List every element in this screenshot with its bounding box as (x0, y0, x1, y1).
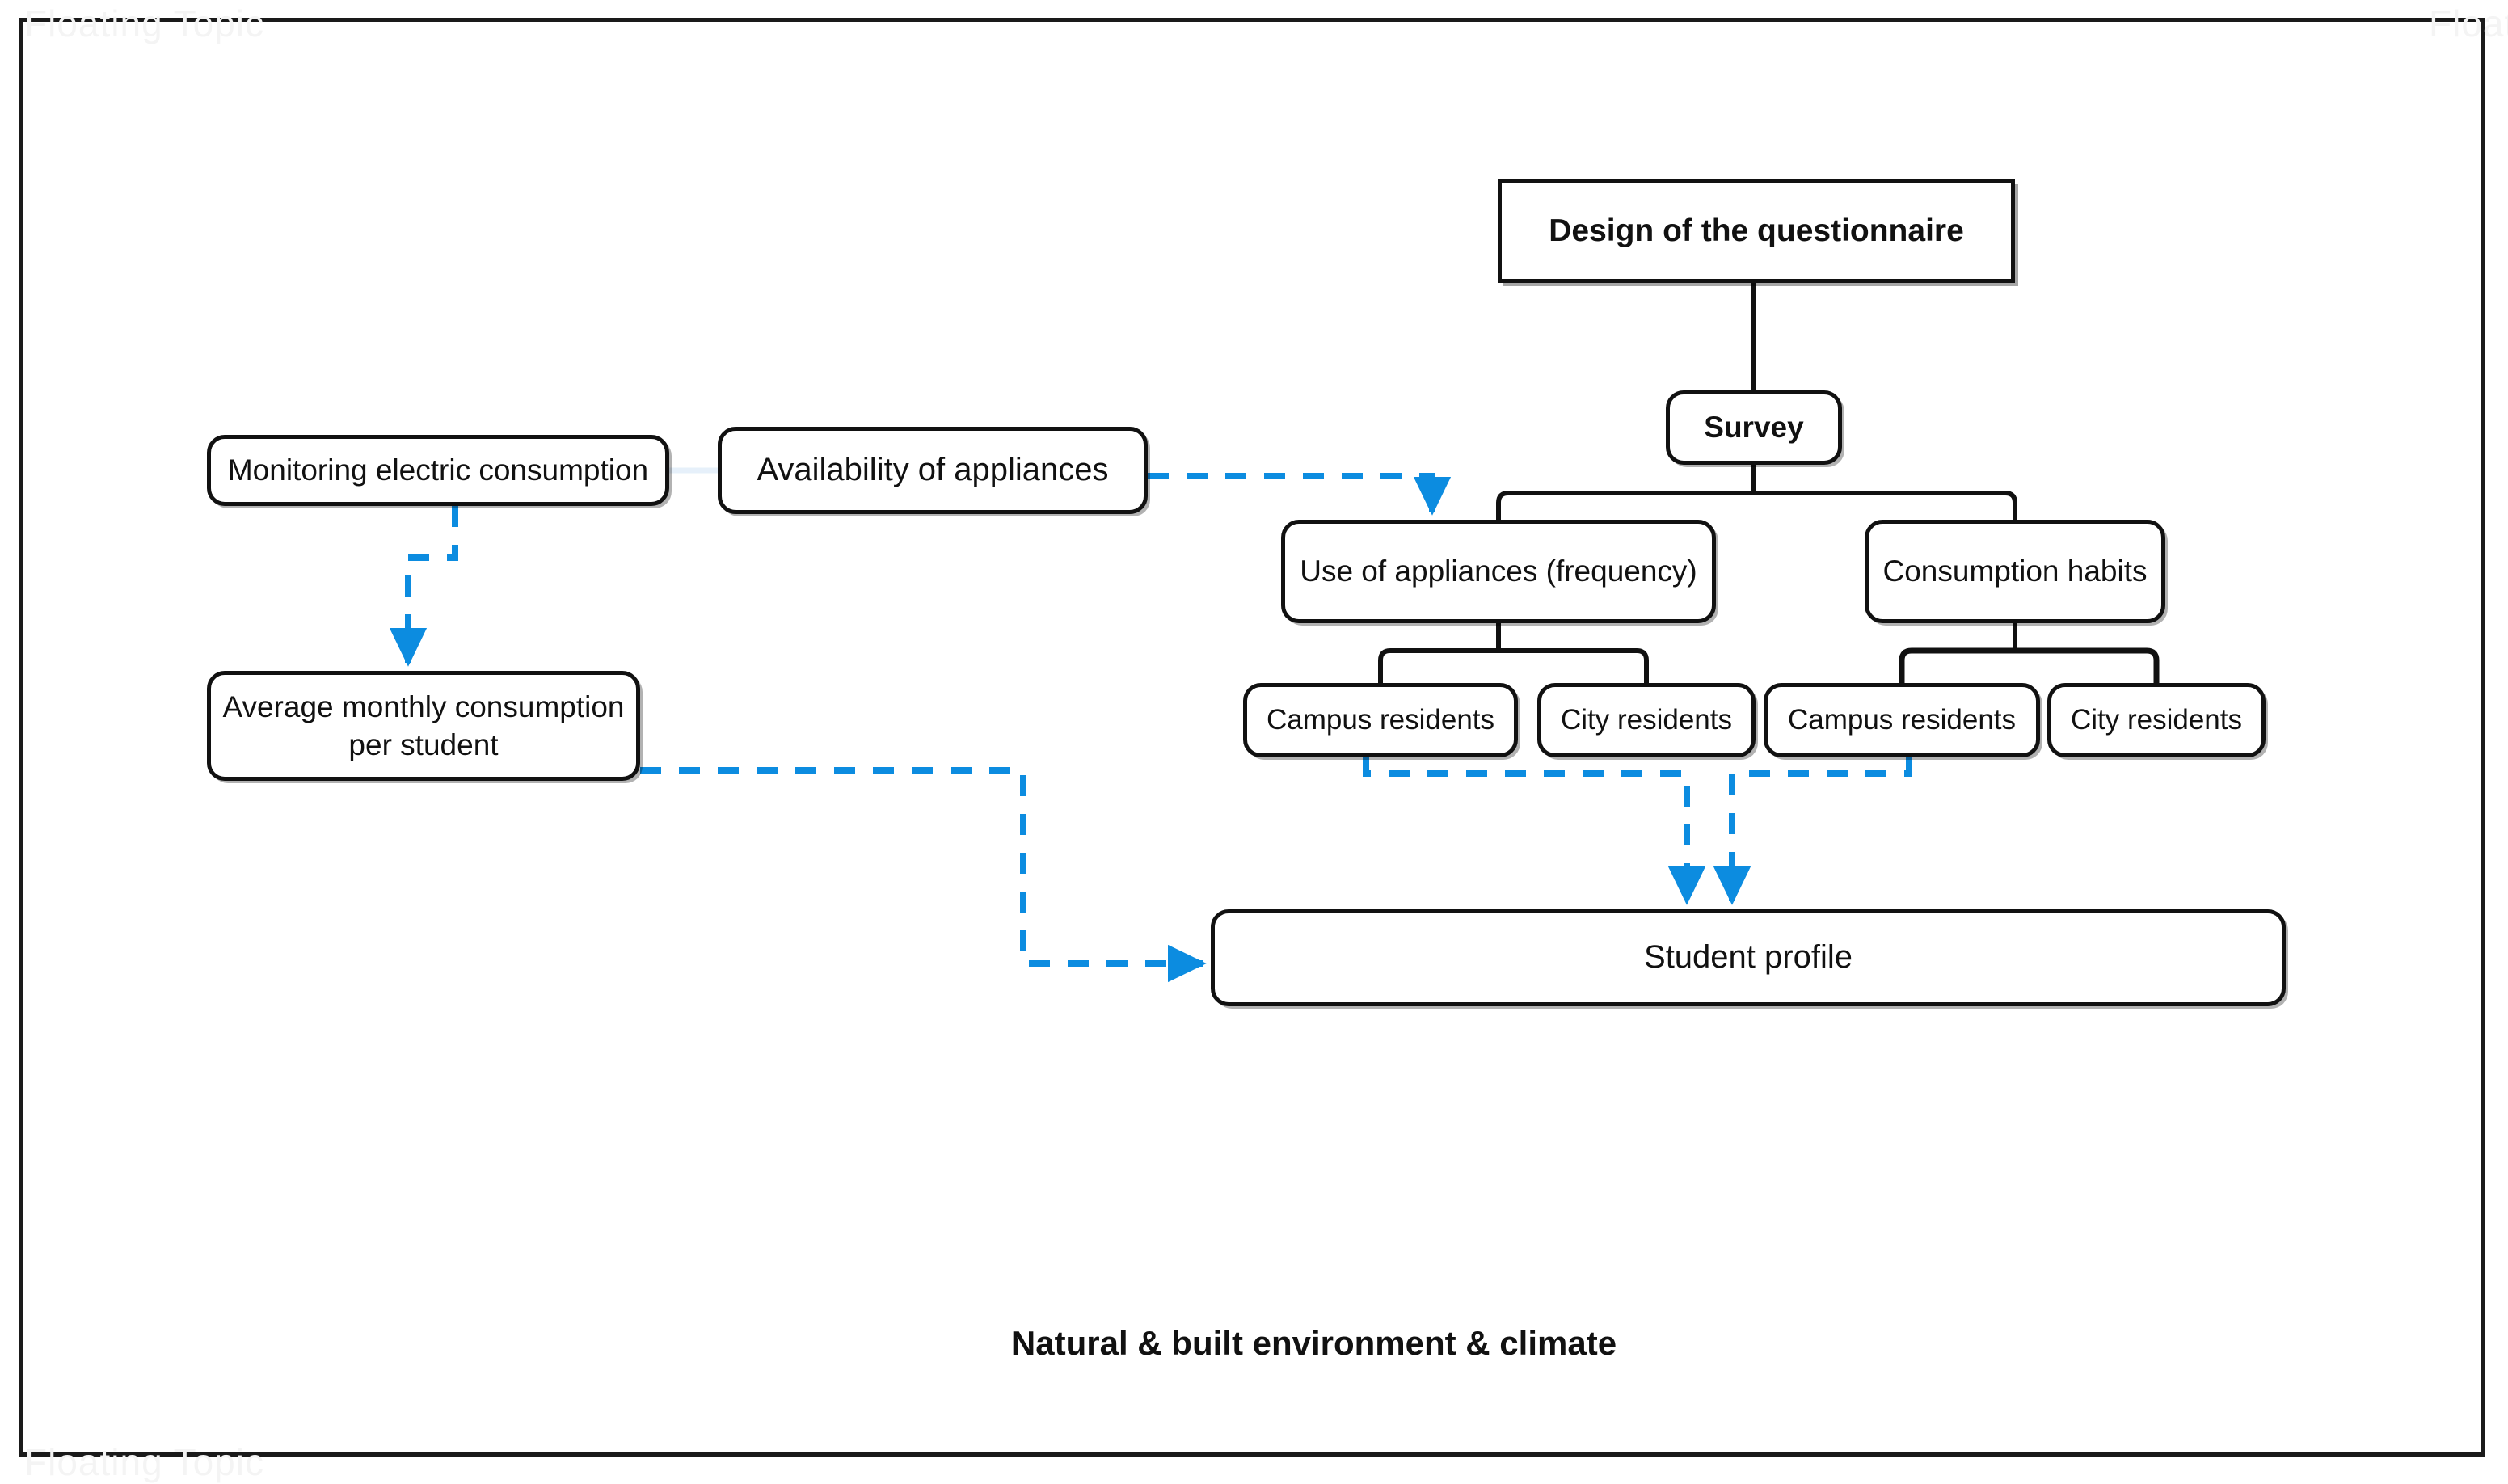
floating-topic-watermark-top-left: Floating Topic (24, 2, 264, 44)
node-design-of-the-questionnaire[interactable]: Design of the questionnaire (1498, 179, 2015, 283)
node-survey[interactable]: Survey (1666, 390, 1842, 465)
node-consumption-habits[interactable]: Consumption habits (1865, 520, 2165, 623)
node-monitoring-electric-consumption[interactable]: Monitoring electric consumption (207, 435, 669, 506)
node-use-of-appliances-frequency[interactable]: Use of appliances (frequency) (1281, 520, 1716, 623)
floating-topic-watermark-bottom-left: Floating Topic (24, 1441, 264, 1483)
page-frame (19, 18, 2485, 1457)
node-availability-of-appliances[interactable]: Availability of appliances (718, 427, 1148, 514)
node-campus-residents-habits[interactable]: Campus residents (1764, 683, 2040, 757)
node-campus-residents-appliances[interactable]: Campus residents (1243, 683, 1518, 757)
floating-topic-watermark-top-right: Floating Topic (2429, 2, 2508, 44)
diagram-caption: Natural & built environment & climate (0, 1324, 2508, 1363)
node-student-profile[interactable]: Student profile (1211, 909, 2286, 1006)
node-average-monthly-consumption-per-student[interactable]: Average monthly consumption per student (207, 671, 640, 781)
node-city-residents-habits[interactable]: City residents (2047, 683, 2266, 757)
node-city-residents-appliances[interactable]: City residents (1537, 683, 1756, 757)
diagram-caption-text: Natural & built environment & climate (1010, 1324, 1617, 1362)
